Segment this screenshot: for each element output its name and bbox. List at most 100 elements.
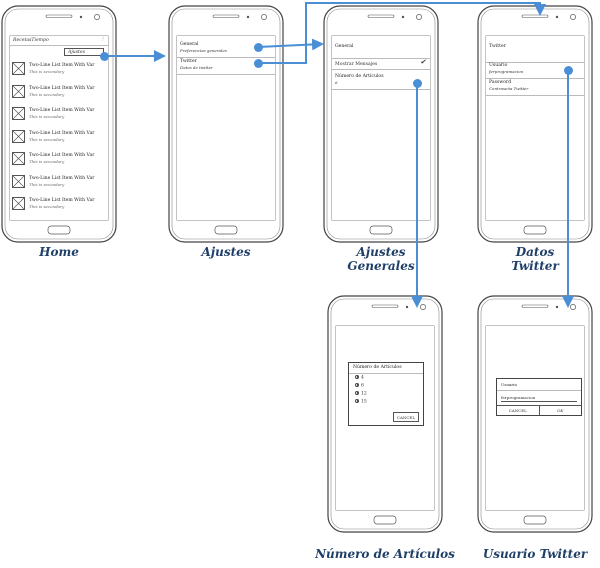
screen-home: RecetasTiempo ⋮ Ajustes Two-Line List It… [10,36,108,220]
caption-numero-articulos: Número de Artículos [315,547,455,561]
list-item-primary: Two-Line List Item With Var [29,153,95,158]
image-placeholder-icon [12,152,25,165]
app-title: RecetasTiempo [13,38,49,43]
user-ok-button[interactable]: OK [540,406,582,415]
caption-home: Home [39,245,79,259]
screen-ajustes-generales: General Mostrar Mensajes ✔ Número de Art… [332,36,430,220]
list-item-secondary: This is secondary [29,159,65,164]
user-dialog-input[interactable]: ferprogramacion [501,395,577,402]
list-item-secondary: This is secondary [29,204,65,209]
pref-general[interactable]: General Preferencias generales [177,42,275,58]
caption-ajustes-generales: Ajustes Generales [322,245,440,273]
password-row[interactable]: Password Contraseña Twitter [486,80,584,96]
settings-menu-label: Ajustes [68,49,85,55]
radio-button-icon[interactable] [355,398,359,403]
hotspot-general [253,42,263,52]
pref-twitter-title: Twitter [180,59,197,64]
radio-button-icon[interactable] [355,374,359,379]
user-ok-label: OK [557,408,564,413]
phone-datos-twitter: Twitter Usuario ferprogramacion Password… [476,4,594,273]
user-value: ferprogramacion [489,68,524,74]
radio-button-icon[interactable] [355,390,359,395]
articles-dialog-title: Número de Artículos [349,363,423,374]
caption-line-1: Ajustes [356,245,406,259]
num-articles-value: 6 [335,79,338,85]
list-item-secondary: This is secondary [29,69,65,74]
articles-cancel-button[interactable]: CANCEL [392,412,419,422]
radio-option[interactable]: 15 [355,398,417,407]
articles-dialog: Número de Artículos 4 6 12 15 CANCEL [348,362,424,426]
radio-option[interactable]: 6 [355,382,417,391]
pref-twitter[interactable]: Twitter Datos de twitter [177,59,275,75]
hotspot-user [563,65,573,75]
hotspot-twitter [253,58,263,68]
password-sub: Contraseña Twitter [489,85,529,91]
list-item-secondary: This is secondary [29,181,65,187]
num-articles-row[interactable]: Número de Artículos 6 [332,74,430,90]
list-item-secondary: This is secondary [29,91,65,97]
articles-cancel-label: CANCEL [396,414,415,420]
user-label: Usuario [489,63,508,68]
header-twitter: Twitter [489,44,506,49]
image-placeholder-icon [12,107,25,120]
show-messages-row[interactable]: Mostrar Mensajes ✔ [332,58,430,70]
radio-button-icon[interactable] [355,382,359,387]
list-item-primary: Two-Line List Item With Var [29,108,95,113]
hotspot-settings [99,51,109,61]
header-general: General [335,44,354,49]
caption-usuario-twitter: Usuario Twitter [482,547,588,561]
screen-usuario-twitter: Usuario ferprogramacion CANCEL OK [486,326,584,510]
list-item-primary: Two-Line List Item With Var [29,198,95,203]
radio-option[interactable]: 4 [355,374,417,383]
caption-line-2: Twitter [511,259,559,273]
user-cancel-button[interactable]: CANCEL [497,406,540,415]
screen-numero-articulos: Número de Artículos 4 6 12 15 CANCEL [336,326,434,510]
image-placeholder-icon [12,84,25,98]
pref-general-sub: Preferencias generales [180,47,227,53]
list-item-primary: Two-Line List Item With Var [29,85,95,91]
phone-ajustes: General Preferencias generales Twitter D… [167,4,285,259]
articles-options: 4 6 12 15 [349,374,423,408]
user-dialog-buttons: CANCEL OK [497,405,581,415]
user-dialog-input-value: ferprogramacion [501,395,536,400]
user-dialog: Usuario ferprogramacion CANCEL OK [496,378,582,416]
overflow-menu-icon[interactable]: ⋮ [100,37,105,42]
list-item-secondary: This is secondary [29,114,65,119]
caption-datos-twitter: Datos Twitter [476,245,594,273]
list-item-primary: Two-Line List Item With Var [29,175,95,181]
radio-option-label: 4 [361,375,364,380]
user-cancel-label: CANCEL [508,408,527,413]
settings-menu-item[interactable]: Ajustes [64,48,104,56]
phone-ajustes-generales: General Mostrar Mensajes ✔ Número de Art… [322,4,440,273]
pref-general-title: General [180,42,199,47]
caption-ajustes: Ajustes [201,245,251,259]
password-label: Password [489,80,512,85]
caption-line-2: Generales [347,259,415,273]
phone-usuario-twitter: Usuario ferprogramacion CANCEL OK Usuari… [476,294,594,561]
hotspot-num-articles [412,78,422,88]
list-item-primary: Two-Line List Item With Var [29,63,95,68]
radio-option[interactable]: 12 [355,390,417,399]
list-item-primary: Two-Line List Item With Var [29,130,95,136]
image-placeholder-icon [12,174,25,188]
screen-datos-twitter: Twitter Usuario ferprogramacion Password… [486,36,584,220]
list-item-secondary: This is secondary [29,136,65,142]
pref-twitter-sub: Datos de twitter [180,64,213,70]
radio-option-label: 6 [361,383,364,388]
image-placeholder-icon [12,62,25,75]
action-bar: RecetasTiempo ⋮ [10,36,108,46]
num-articles-title: Número de Artículos [335,74,384,79]
checkbox-checked-icon[interactable]: ✔ [420,58,426,66]
user-dialog-title: Usuario [497,379,581,391]
show-messages-label: Mostrar Mensajes [335,62,378,67]
radio-option-label: 12 [361,391,367,396]
